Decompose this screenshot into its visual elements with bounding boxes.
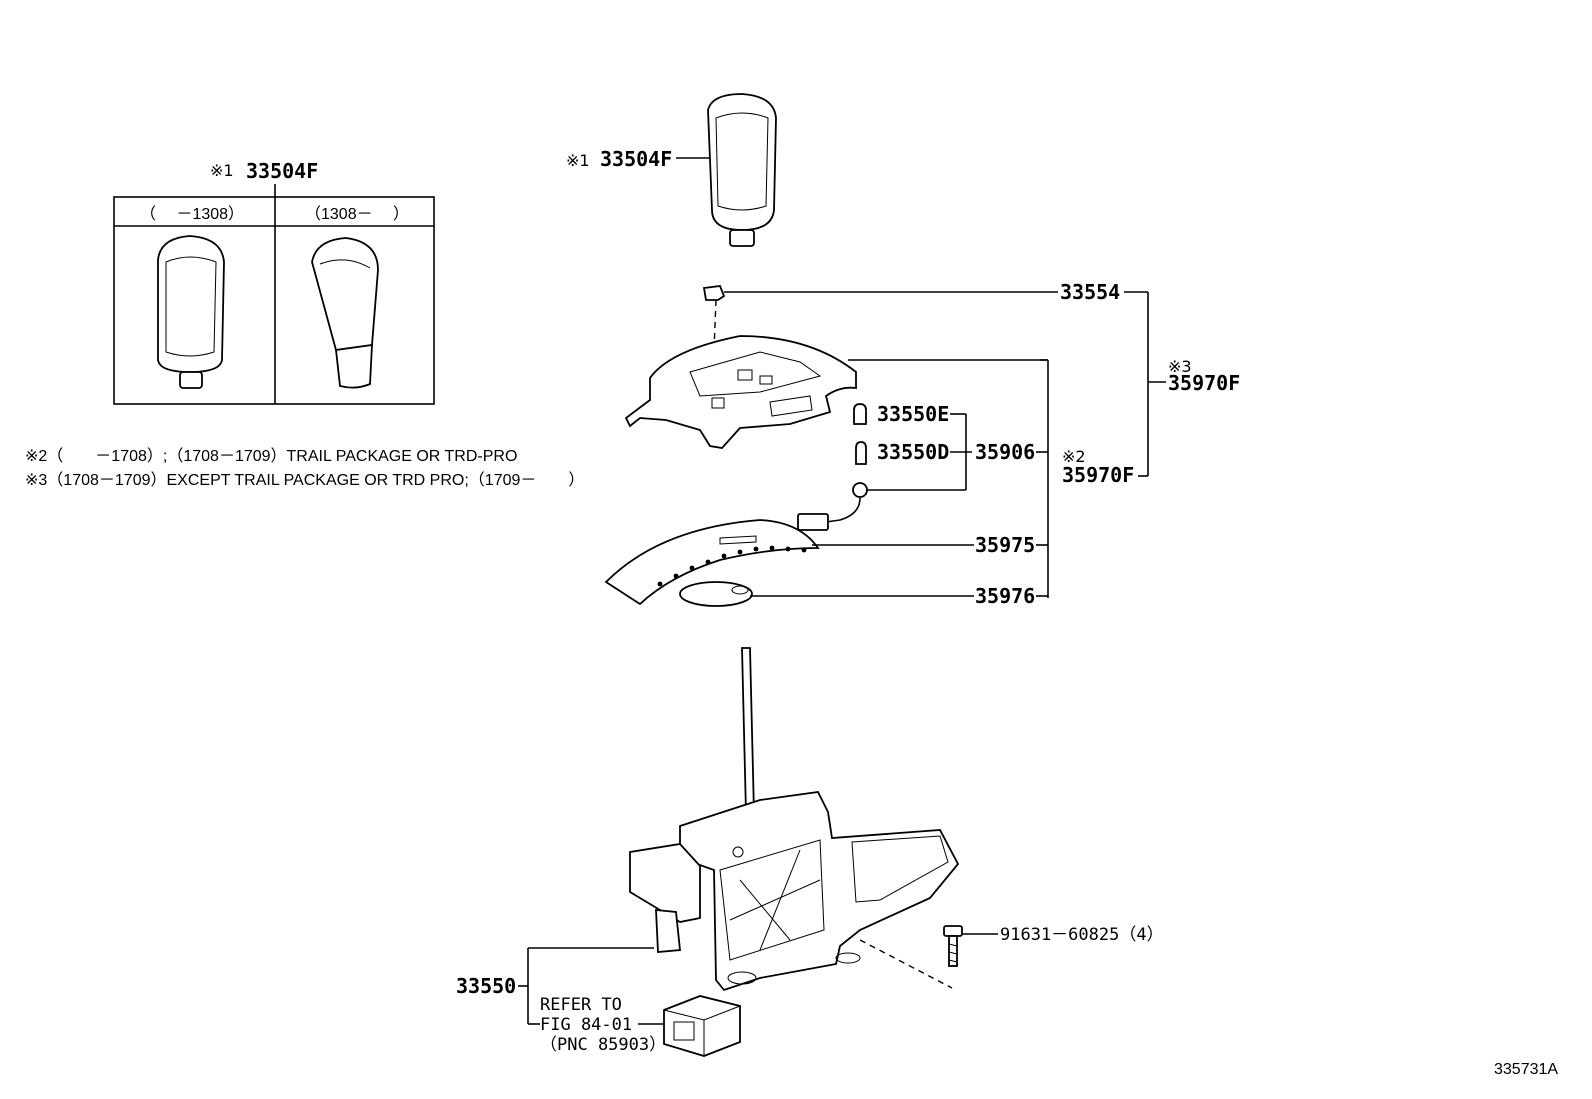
- refer-line-3: （PNC 85903）: [540, 1035, 666, 1055]
- label-35970F-3: 35970F: [1168, 371, 1240, 395]
- label-33550: 33550: [456, 974, 516, 998]
- label-91631-60825: 91631－60825（4）: [1000, 925, 1164, 945]
- knob-mark: ※1: [566, 151, 590, 170]
- knob-col-right-range: （1308－ ）: [305, 205, 409, 223]
- label-35975: 35975: [975, 533, 1035, 557]
- control-module: [663, 995, 741, 1057]
- indicator-clip: [702, 285, 726, 301]
- mark-2: ※2: [1062, 447, 1086, 466]
- label-35976: 35976: [975, 584, 1035, 608]
- knob-col-left-range: （ －1308）: [140, 205, 244, 223]
- indicator-disc: [679, 581, 753, 607]
- label-33550D: 33550D: [877, 440, 949, 464]
- knob-box-mark: ※1: [210, 161, 234, 180]
- bulb-33550D: [855, 441, 867, 465]
- shift-knob-late: [311, 237, 379, 389]
- bulb-33550E: [853, 403, 867, 425]
- refer-line-1: REFER TO: [540, 995, 622, 1015]
- label-33550E: 33550E: [877, 402, 949, 426]
- shift-knob: [707, 93, 777, 247]
- label-35906: 35906: [975, 440, 1035, 464]
- bolt: [943, 925, 963, 967]
- label-33554: 33554: [1060, 280, 1120, 304]
- knob-part-number: 33504F: [600, 147, 672, 171]
- notes: ※2（ －1708）;（1708－1709）TRAIL PACKAGE OR T…: [25, 447, 584, 489]
- shift-knob-early: [157, 235, 225, 389]
- shift-lever-assembly: [629, 647, 960, 992]
- knob-variant-box: ※1 33504F （ －1308） （1308－ ）: [113, 159, 435, 405]
- knob-box-part-number: 33504F: [246, 159, 318, 183]
- note-2: ※2（ －1708）;（1708－1709）TRAIL PACKAGE OR T…: [25, 447, 517, 465]
- label-35970F-2: 35970F: [1062, 463, 1134, 487]
- bulb-socket-harness: [797, 482, 868, 531]
- indicator-plate: [604, 519, 820, 606]
- note-3: ※3（1708－1709）EXCEPT TRAIL PACKAGE OR TRD…: [25, 471, 584, 489]
- mark-3: ※3: [1168, 357, 1192, 376]
- refer-line-2: FIG 84-01: [540, 1015, 632, 1035]
- figure-id: 335731A: [1494, 1061, 1558, 1078]
- shift-indicator-housing: [624, 335, 857, 449]
